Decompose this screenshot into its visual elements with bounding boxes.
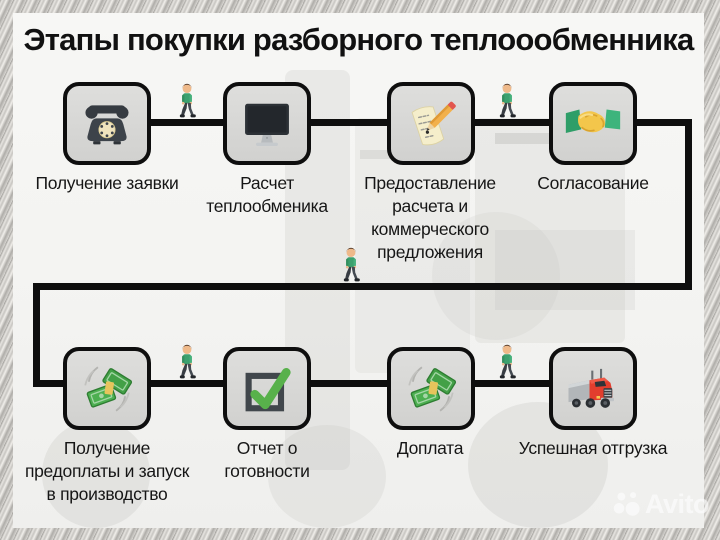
step-box-3 [387,82,475,165]
step-label-7: Доплата [396,438,464,458]
step-label-4: Согласование [537,173,649,193]
walking-person-icon [496,343,518,381]
step-box-1 [63,82,151,165]
connector-middle-horizontal [33,283,692,290]
step-box-5 [63,347,151,430]
step-box-2 [223,82,311,165]
step-box-4 [549,82,637,165]
background-label-strip [495,230,635,310]
note-pencil-icon [402,95,460,153]
background-port-circle [268,425,386,528]
avito-watermark-text: Avito [645,489,710,519]
step-label-2: Расчет теплообменика [206,173,328,216]
computer-monitor-icon [240,99,294,149]
avito-logo-icon [613,491,640,516]
step-label-8: Успешная отгрузка [518,438,668,458]
money-bundle-icon [402,360,460,418]
walking-person-icon [176,82,198,120]
step-label-6: Отчет о готовности [224,438,310,481]
step-box-8 [549,347,637,430]
money-bundle-icon [78,360,136,418]
step-box-7 [387,347,475,430]
avito-watermark: Avito [612,489,710,520]
walking-person-icon [176,343,198,381]
connector-left-vertical [33,283,40,387]
background-port-circle [42,420,150,528]
checkbox-checked-icon [239,361,295,417]
page-title: Этапы покупки разборного теплоообменника [23,22,695,57]
step-label-3: Предоставление расчета и коммерческого п… [364,173,496,262]
step-label-5: Получение предоплаты и запуск в производ… [24,438,190,504]
step-label-1: Получение заявки [35,173,179,193]
rotary-phone-icon [81,100,133,148]
truck-icon [565,367,621,411]
walking-person-icon [496,82,518,120]
step-box-6 [223,347,311,430]
connector-row2 [33,380,603,387]
handshake-icon [564,105,622,143]
connector-right-vertical [685,119,692,290]
background-port-circle [432,212,560,340]
